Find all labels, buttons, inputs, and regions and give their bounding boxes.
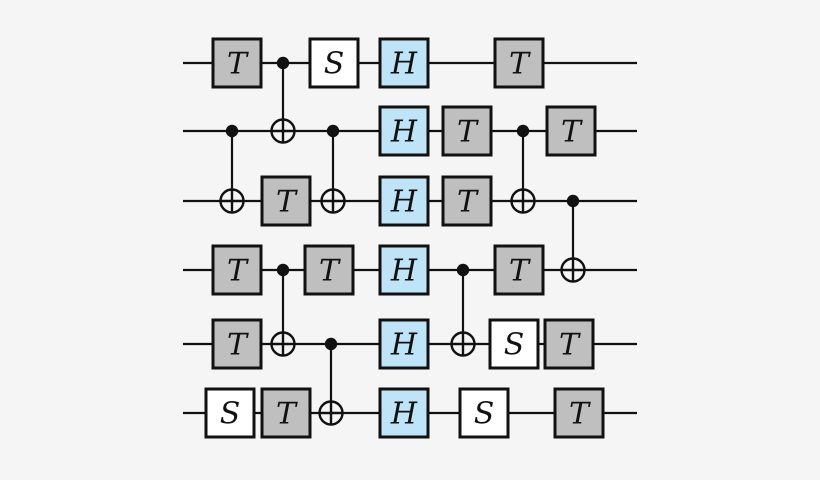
t-gate-q3-c2-box[interactable] xyxy=(260,175,312,227)
t-gate-q2-c7-box[interactable] xyxy=(545,105,597,157)
cnot-q4-to-q5-c2-control-dot[interactable] xyxy=(276,263,290,277)
h-gate-q1-c4-box[interactable] xyxy=(378,37,430,89)
cnot-q4-to-q5-c5-control-dot[interactable] xyxy=(456,263,470,277)
h-gate-q6-c4[interactable]: H xyxy=(378,387,430,439)
cnot-q3-to-q4-c7-target[interactable] xyxy=(560,257,586,283)
t-gate-q5-c1-box[interactable] xyxy=(211,318,263,370)
cnot-q2-to-q3-c1-control-dot[interactable] xyxy=(225,124,239,138)
t-gate-q5-c1[interactable]: T xyxy=(211,318,263,370)
t-gate-q6-c2-box[interactable] xyxy=(260,387,312,439)
h-gate-q6-c4-box[interactable] xyxy=(378,387,430,439)
h-gate-q3-c4-box[interactable] xyxy=(378,175,430,227)
t-gate-q3-c5-box[interactable] xyxy=(441,175,493,227)
t-gate-q6-c2[interactable]: T xyxy=(260,387,312,439)
h-gate-q5-c4-box[interactable] xyxy=(378,318,430,370)
t-gate-q6-c7[interactable]: T xyxy=(553,387,605,439)
h-gate-q4-c4-box[interactable] xyxy=(378,244,430,296)
t-gate-q1-c1-box[interactable] xyxy=(211,37,263,89)
cnot-q5-to-q6-c3-control-dot[interactable] xyxy=(324,337,338,351)
cnot-q4-to-q5-c2-target[interactable] xyxy=(270,331,296,357)
cnot-q2-to-q3-c1-target[interactable] xyxy=(219,188,245,214)
t-gate-q1-c6[interactable]: T xyxy=(493,37,545,89)
h-gate-q3-c4[interactable]: H xyxy=(378,175,430,227)
s-gate-q6-c1[interactable]: S xyxy=(204,387,256,439)
t-gate-q5-c7-box[interactable] xyxy=(543,318,595,370)
cnot-q3-to-q4-c7-control-dot[interactable] xyxy=(566,194,580,208)
cnot-q2-to-q3-c3-control-dot[interactable] xyxy=(326,124,340,138)
s-gate-q5-c6-box[interactable] xyxy=(488,318,540,370)
s-gate-q6-c5-box[interactable] xyxy=(458,387,510,439)
s-gate-q5-c6[interactable]: S xyxy=(488,318,540,370)
s-gate-q6-c5[interactable]: S xyxy=(458,387,510,439)
cnot-q4-to-q5-c5-target[interactable] xyxy=(450,331,476,357)
t-gate-q4-c6[interactable]: T xyxy=(493,244,545,296)
t-gate-q2-c7[interactable]: T xyxy=(545,105,597,157)
t-gate-q1-c1[interactable]: T xyxy=(211,37,263,89)
h-gate-q1-c4[interactable]: H xyxy=(378,37,430,89)
cnot-q1-to-q2-c2-control-dot[interactable] xyxy=(276,56,290,70)
h-gate-q2-c4-box[interactable] xyxy=(378,105,430,157)
t-gate-q1-c6-box[interactable] xyxy=(493,37,545,89)
t-gate-q2-c5-box[interactable] xyxy=(441,105,493,157)
cnot-q2-to-q3-c6-control-dot[interactable] xyxy=(516,124,530,138)
t-gate-q4-c3[interactable]: T xyxy=(303,244,355,296)
t-gate-q6-c7-box[interactable] xyxy=(553,387,605,439)
s-gate-q1-c3-box[interactable] xyxy=(308,37,360,89)
cnot-q2-to-q3-c6-target[interactable] xyxy=(510,188,536,214)
s-gate-q6-c1-box[interactable] xyxy=(204,387,256,439)
t-gate-q4-c3-box[interactable] xyxy=(303,244,355,296)
t-gate-q4-c1-box[interactable] xyxy=(211,244,263,296)
t-gate-q3-c2[interactable]: T xyxy=(260,175,312,227)
t-gate-q3-c5[interactable]: T xyxy=(441,175,493,227)
s-gate-q1-c3[interactable]: S xyxy=(308,37,360,89)
cnot-q2-to-q3-c3-target[interactable] xyxy=(320,188,346,214)
h-gate-q5-c4[interactable]: H xyxy=(378,318,430,370)
t-gate-q4-c6-box[interactable] xyxy=(493,244,545,296)
t-gate-q4-c1[interactable]: T xyxy=(211,244,263,296)
t-gate-q2-c5[interactable]: T xyxy=(441,105,493,157)
cnot-nodes-layer xyxy=(219,56,586,426)
cnot-q1-to-q2-c2-target[interactable] xyxy=(270,118,296,144)
cnot-q5-to-q6-c3-target[interactable] xyxy=(318,400,344,426)
h-gate-q2-c4[interactable]: H xyxy=(378,105,430,157)
h-gate-q4-c4[interactable]: H xyxy=(378,244,430,296)
t-gate-q5-c7[interactable]: T xyxy=(543,318,595,370)
